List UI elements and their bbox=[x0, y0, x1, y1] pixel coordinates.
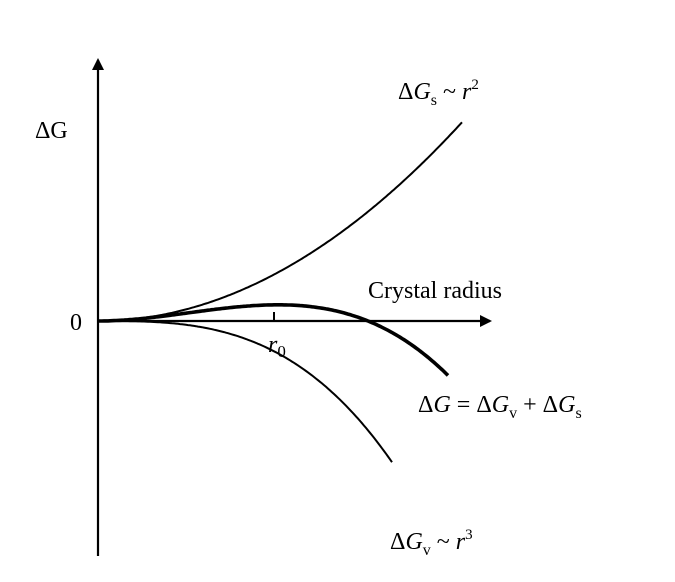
x-axis-label: Crystal radius bbox=[368, 278, 502, 304]
volume-term-label: ΔGv ~ r3 bbox=[390, 527, 473, 559]
volume-energy-curve bbox=[98, 320, 393, 463]
surface-term-label: ΔGs ~ r2 bbox=[398, 77, 479, 109]
zero-label: 0 bbox=[70, 310, 82, 336]
y-axis-label: ΔG bbox=[35, 118, 68, 144]
total-energy-label: ΔG = ΔGv + ΔGs bbox=[418, 392, 582, 422]
total-energy-curve bbox=[98, 303, 450, 377]
r0-label: r0 bbox=[268, 332, 286, 361]
